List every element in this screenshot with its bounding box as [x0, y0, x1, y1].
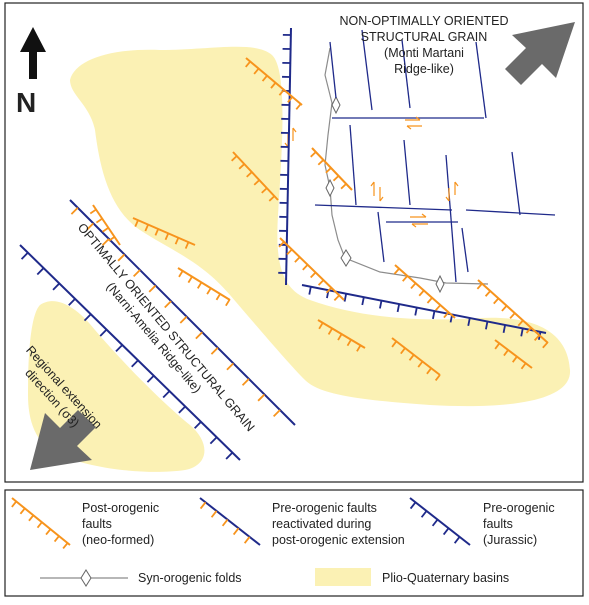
- legend-folds-label: Syn-orogenic folds: [138, 571, 242, 585]
- non-optimal-line1: NON-OPTIMALLY ORIENTED: [339, 14, 508, 28]
- basin-swatch: [315, 568, 371, 586]
- non-optimal-line4: Ridge-like): [394, 62, 454, 76]
- legend-jur-line1: Pre-orogenic: [483, 501, 555, 515]
- legend-jur-line3: (Jurassic): [483, 533, 537, 547]
- fold-symbols: [326, 97, 444, 292]
- legend-react-line2: reactivated during: [272, 517, 371, 531]
- non-optimal-line2: STRUCTURAL GRAIN: [361, 30, 488, 44]
- legend-react-line1: Pre-orogenic faults: [272, 501, 377, 515]
- legend-jurassic: Pre-orogenic faults (Jurassic): [483, 501, 555, 547]
- legend-basins: Plio-Quaternary basins: [315, 568, 509, 586]
- legend-react-line3: post-orogenic extension: [272, 533, 405, 547]
- basin-main: [70, 47, 570, 406]
- legend-post-orogenic-symbol: [12, 498, 70, 548]
- legend-jur-line2: faults: [483, 517, 513, 531]
- fold-diamond-icon: [326, 180, 334, 196]
- non-optimal-line3: (Monti Martani: [384, 46, 464, 60]
- legend-folds: Syn-orogenic folds: [40, 570, 242, 586]
- extension-arrow-icon: [505, 22, 575, 85]
- fold-diamond-icon: [81, 570, 91, 586]
- legend-post-line2: faults: [82, 517, 112, 531]
- fold-diamond-icon: [332, 97, 340, 113]
- north-arrow-icon: N: [16, 27, 46, 118]
- fold-diamond-icon: [436, 276, 444, 292]
- non-optimal-label: NON-OPTIMALLY ORIENTED STRUCTURAL GRAIN …: [339, 14, 508, 76]
- legend-post-line1: Post-orogenic: [82, 501, 159, 515]
- legend-post-orogenic: Post-orogenic faults (neo-formed): [82, 501, 159, 547]
- legend-reactivated: Pre-orogenic faults reactivated during p…: [272, 501, 405, 547]
- kinematic-arrows: [285, 117, 458, 227]
- legend-basins-label: Plio-Quaternary basins: [382, 571, 509, 585]
- north-label: N: [16, 87, 36, 118]
- legend-reactivated-symbol: [200, 498, 260, 545]
- legend-jurassic-symbol: [410, 498, 470, 545]
- legend-post-line3: (neo-formed): [82, 533, 154, 547]
